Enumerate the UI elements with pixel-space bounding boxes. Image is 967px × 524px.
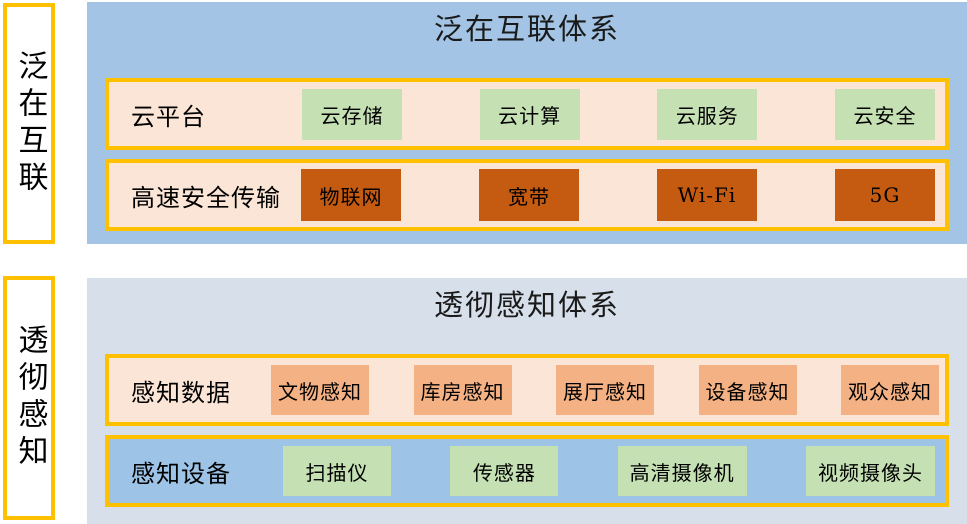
- row-perception-data: 感知数据 文物感知 库房感知 展厅感知 设备感知 观众感知: [105, 354, 949, 426]
- chip-sensor[interactable]: 传感器: [450, 446, 559, 496]
- side-label-ubiquitous-interconnection: 泛在互联: [3, 3, 55, 244]
- chip-group-transmission: 物联网 宽带 Wi-Fi 5G: [281, 163, 945, 227]
- chip-group-perception-data: 文物感知 库房感知 展厅感知 设备感知 观众感知: [231, 358, 945, 422]
- chip-cloud-service[interactable]: 云服务: [657, 88, 758, 140]
- panel-title: 泛在互联体系: [433, 12, 620, 46]
- chip-storeroom-perception[interactable]: 库房感知: [413, 365, 512, 415]
- row-label-perception-data: 感知数据: [131, 378, 231, 407]
- chip-cloud-computing[interactable]: 云计算: [479, 88, 580, 140]
- chip-scanner[interactable]: 扫描仪: [283, 446, 391, 496]
- chip-cloud-security[interactable]: 云安全: [834, 88, 935, 140]
- chip-equipment-perception[interactable]: 设备感知: [698, 365, 797, 415]
- side-label-thorough-perception: 透彻感知: [3, 276, 55, 520]
- chip-broadband[interactable]: 宽带: [479, 169, 579, 221]
- section-thorough-perception: 透彻感知 透彻感知体系 感知数据 文物感知 库房感知 展厅感知 设备感知 观众感…: [0, 274, 967, 524]
- chip-video-camera[interactable]: 视频摄像头: [805, 446, 935, 496]
- row-high-speed-secure-transmission: 高速安全传输 物联网 宽带 Wi-Fi 5G: [105, 159, 949, 231]
- chip-group-perception-device: 扫描仪 传感器 高清摄像机 视频摄像头: [231, 439, 945, 503]
- chip-wifi[interactable]: Wi-Fi: [657, 169, 757, 221]
- chip-5g[interactable]: 5G: [835, 169, 935, 221]
- side-label-text: 泛在互联: [12, 49, 48, 198]
- chip-iot[interactable]: 物联网: [301, 169, 401, 221]
- panel-title: 透彻感知体系: [433, 288, 620, 322]
- chip-exhibition-hall-perception[interactable]: 展厅感知: [556, 365, 654, 415]
- row-label-high-speed-secure-transmission: 高速安全传输: [131, 183, 281, 212]
- row-label-cloud-platform: 云平台: [131, 102, 206, 131]
- chip-visitor-perception[interactable]: 观众感知: [841, 365, 939, 415]
- chip-group-cloud-platform: 云存储 云计算 云服务 云安全: [206, 82, 945, 146]
- chip-cloud-storage[interactable]: 云存储: [302, 88, 402, 140]
- row-cloud-platform: 云平台 云存储 云计算 云服务 云安全: [105, 78, 949, 150]
- panel-thorough-perception: 透彻感知体系 感知数据 文物感知 库房感知 展厅感知 设备感知 观众感知 感知设…: [87, 278, 967, 524]
- panel-ubiquitous-interconnection: 泛在互联体系 云平台 云存储 云计算 云服务 云安全 高速安全传输 物联网 宽带…: [87, 2, 967, 244]
- side-label-text: 透彻感知: [12, 324, 48, 472]
- row-perception-device: 感知设备 扫描仪 传感器 高清摄像机 视频摄像头: [105, 435, 949, 507]
- chip-hd-camera[interactable]: 高清摄像机: [617, 446, 747, 496]
- row-label-perception-device: 感知设备: [131, 459, 231, 488]
- chip-artifact-perception[interactable]: 文物感知: [271, 365, 369, 415]
- section-ubiquitous-interconnection: 泛在互联 泛在互联体系 云平台 云存储 云计算 云服务 云安全 高速安全传输 物…: [0, 0, 967, 248]
